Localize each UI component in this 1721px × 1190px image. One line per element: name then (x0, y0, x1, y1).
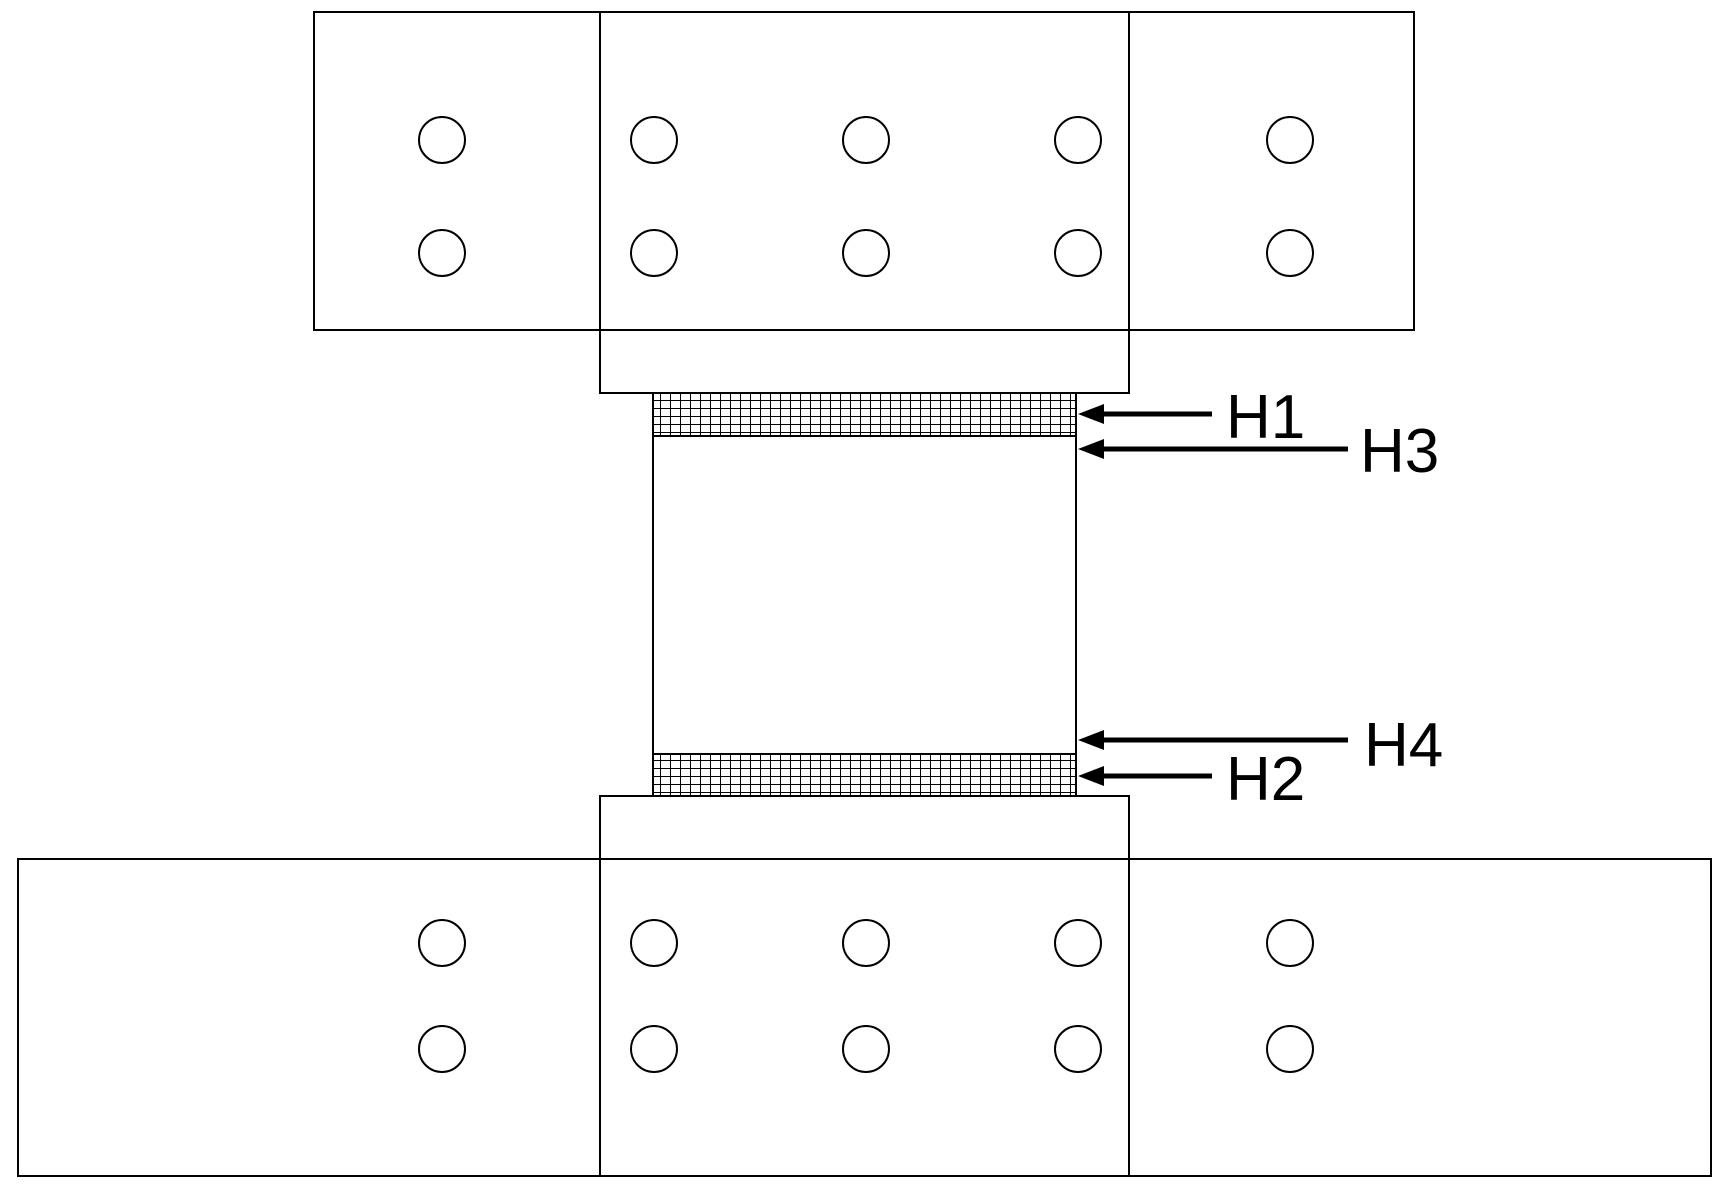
bottom-hole-r2-c1 (418, 1025, 466, 1073)
callout-h2: H2 (1078, 745, 1305, 814)
arrowhead-h2 (1078, 766, 1104, 786)
top-hole-r1-c2 (630, 116, 678, 164)
callout-h1: H1 (1078, 383, 1305, 452)
lower-hatched-layer (652, 753, 1077, 797)
bottom-hole-r1-c2 (630, 919, 678, 967)
top-hole-r2-c4 (1054, 229, 1102, 277)
top-hole-r2-c5 (1266, 229, 1314, 277)
callout-h3: H3 (1078, 417, 1439, 486)
top-hole-r2-c3 (842, 229, 890, 277)
arrowhead-h4 (1078, 730, 1104, 750)
upper-hatched-layer (652, 392, 1077, 437)
top-hole-r1-c3 (842, 116, 890, 164)
top-hole-r2-c1 (418, 229, 466, 277)
callout-h4: H4 (1078, 711, 1443, 780)
bottom-hole-r1-c4 (1054, 919, 1102, 967)
bottom-hole-r2-c2 (630, 1025, 678, 1073)
bottom-hole-r2-c3 (842, 1025, 890, 1073)
label-h3: H3 (1360, 417, 1439, 486)
bottom-hole-r1-c3 (842, 919, 890, 967)
arrowhead-h3 (1078, 439, 1104, 459)
arrowhead-h1 (1078, 404, 1104, 424)
top-hole-r1-c4 (1054, 116, 1102, 164)
middle-block (652, 392, 1077, 797)
top-plate (313, 11, 1415, 331)
bottom-hole-r2-c5 (1266, 1025, 1314, 1073)
top-flange (599, 329, 1130, 394)
label-h2: H2 (1226, 745, 1305, 814)
label-h1: H1 (1226, 383, 1305, 452)
bottom-hole-r1-c5 (1266, 919, 1314, 967)
bottom-hole-group (418, 919, 1314, 1073)
middle-block-assembly (652, 392, 1077, 797)
top-hole-r1-c5 (1266, 116, 1314, 164)
bottom-flange (599, 795, 1130, 860)
top-hole-group (418, 116, 1314, 277)
top-hole-r1-c1 (418, 116, 466, 164)
bottom-hole-r1-c1 (418, 919, 466, 967)
top-hole-r2-c2 (630, 229, 678, 277)
top-plate-assembly (313, 11, 1415, 394)
label-h4: H4 (1364, 711, 1443, 780)
bottom-hole-r2-c4 (1054, 1025, 1102, 1073)
bottom-plate (17, 858, 1712, 1177)
bottom-plate-assembly (17, 795, 1712, 1177)
